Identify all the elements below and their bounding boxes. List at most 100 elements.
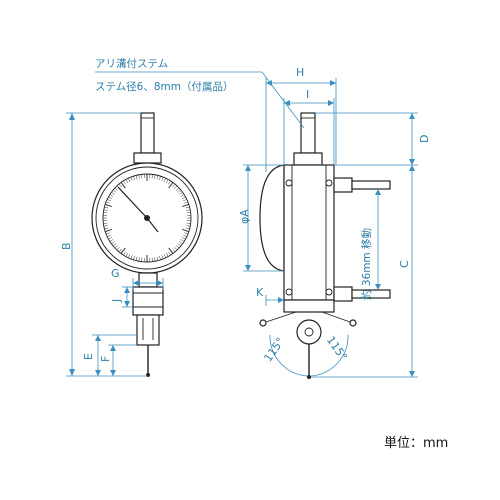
side-upper-stem [351,180,391,190]
dial-tick [168,247,174,254]
dial-tick [103,222,108,224]
dial-tick [184,201,189,204]
dial-tick [111,191,115,195]
side-pivot [296,319,322,345]
dial-tick [118,183,122,188]
front-stem-collar [133,152,162,164]
dial-tick [166,179,169,184]
dial-tick [128,254,131,258]
dial-tick [181,196,186,199]
dial-tick [172,248,176,253]
front-neck [138,272,158,288]
dim-label-e: E [82,353,95,360]
left-angle-arc [269,334,308,377]
dial-tick [103,209,108,211]
side-dimensions [95,71,418,378]
dim-label-h: H [296,66,304,79]
dial-tick [141,174,143,179]
dial-tick [180,239,185,242]
dial-tick [168,182,174,189]
dial-tick [154,174,156,179]
dial-tick [175,187,180,191]
dial-tick [120,247,126,254]
dial-tick [183,199,187,202]
dial-tick [104,228,112,233]
dial-tick [118,248,122,253]
dial-tick [166,252,169,257]
dial-tick [163,254,166,258]
dim-label-d: D [418,135,431,143]
dial-tick [103,225,108,227]
dial-tick [151,257,153,262]
dial-tick [174,246,178,251]
dial-tick [172,183,176,188]
dial-tick [186,225,191,227]
side-base [283,299,335,313]
dial-tick [123,180,126,185]
right-angle-arc [310,334,349,377]
dial-tick [184,232,189,235]
dial-tick [135,175,138,180]
dial-tick [159,176,161,181]
dial-tick [182,228,190,233]
dial-tick [141,257,143,262]
dim-label-g: G [111,267,120,280]
dial-tick [107,234,111,237]
dial-tick [151,174,153,179]
dial-tick [138,174,140,179]
dial-tick [108,237,113,240]
dial-needle [117,186,148,219]
dial-tick [182,203,190,208]
dim-label-i: I [306,88,309,101]
front-contact-holder [136,314,160,346]
dial-tick [109,194,114,197]
dial-tick [163,178,166,182]
dim-label-a: φA [238,209,251,224]
dial-tick [185,206,190,209]
dial-tick [179,191,183,195]
dim-label-c: C [398,260,411,268]
dial-tick [156,256,159,261]
front-lower-body [132,286,164,316]
dial-tick [186,212,191,214]
note-dovetail-stem: アリ溝付ステム [95,57,168,70]
dim-label-k: K [256,286,264,299]
dial-tick [109,239,114,242]
dial-tick [168,251,171,256]
dial-tick [130,176,133,181]
dial-ticks [103,174,191,262]
angle-right-label: 115° [324,334,350,363]
dial-tick [168,180,171,185]
dial-tick [116,246,120,251]
dial-tick [133,255,135,260]
dial-tick [125,179,128,184]
dial-tick [133,176,135,181]
dial-tick [154,257,156,262]
side-bezel [259,164,285,272]
dial-tick [111,241,115,245]
dial-tick [112,189,117,193]
dial-tick [174,185,178,190]
dial-tick [177,243,182,247]
note-stem-diameter: ステム径6、8mm（付属品） [95,80,234,93]
dial-tick [108,196,113,199]
dial-tick [135,256,138,261]
unit-label: 単位：mm [384,435,448,451]
dial-tick [161,255,164,260]
dim-label-j: J [110,299,123,303]
dial-tick [128,178,131,182]
dial-tick [130,255,133,260]
dial-tick [183,234,187,237]
dial-tick [125,252,128,257]
dim-label-stroke: 約 36mm 移動 [360,228,373,300]
dial-tick [175,245,180,249]
dial-tick [177,189,182,193]
dial-tick [103,212,108,214]
front-stem [140,112,155,154]
dial-tick [104,227,109,230]
dim-label-f: F [99,356,112,362]
dial-tick [123,251,126,256]
dial-tick [114,245,119,249]
dial-tick [156,175,159,180]
